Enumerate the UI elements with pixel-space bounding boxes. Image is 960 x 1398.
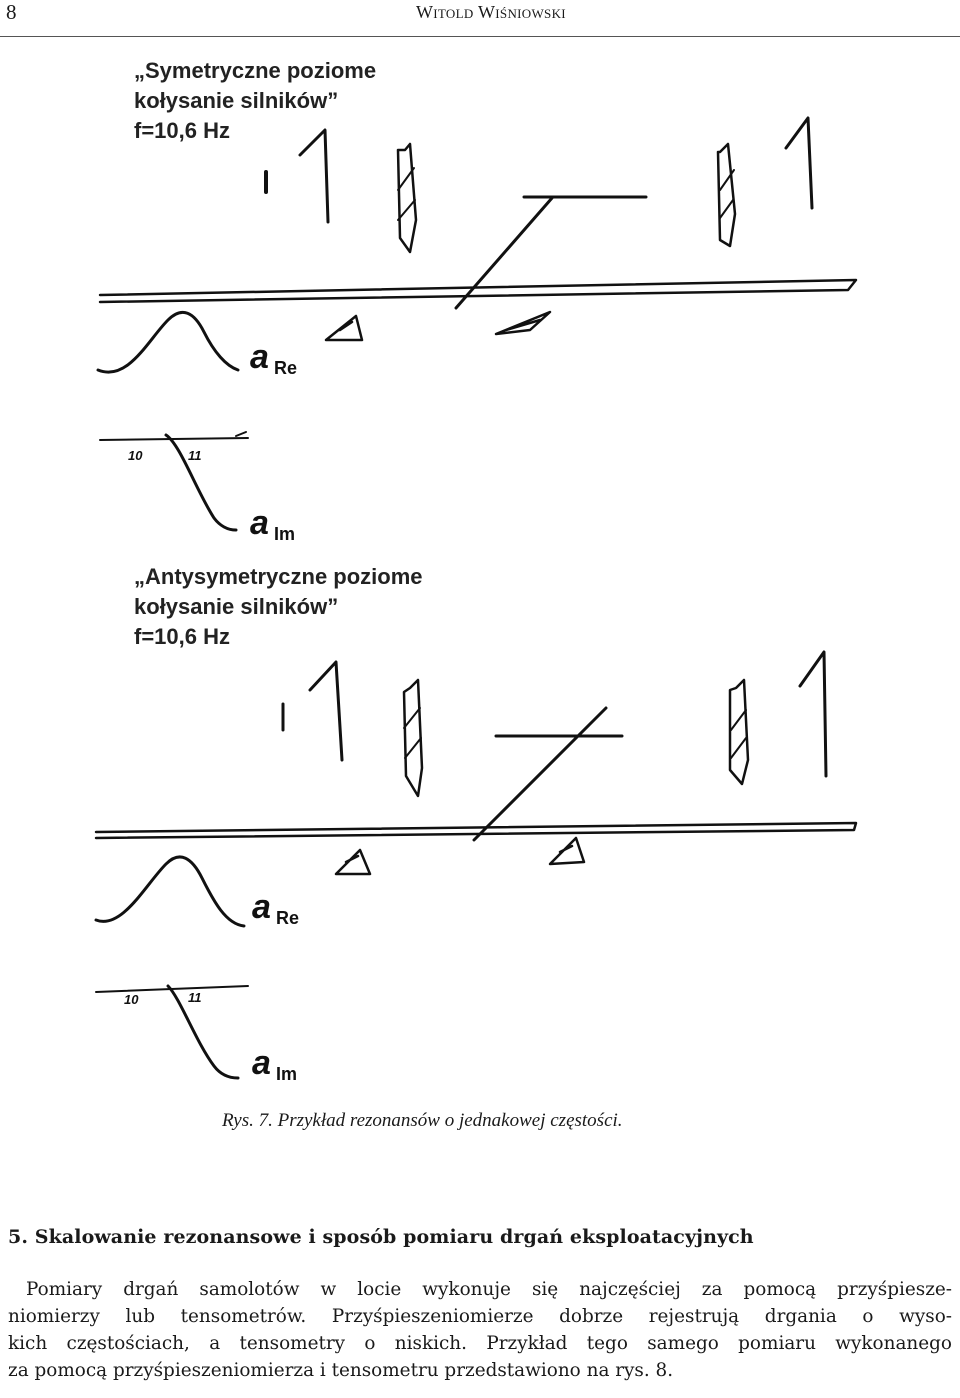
a-im-symbol: a	[252, 1044, 271, 1082]
tick-label-11: 11	[188, 990, 202, 1005]
figure-caption: Rys. 7. Przykład rezonansów o jednakowej…	[222, 1110, 623, 1131]
imag-part-curve	[164, 433, 238, 532]
a-re-symbol: a	[250, 338, 269, 376]
paragraph-line: Pomiary drgań samolotów w locie wykonuje…	[26, 1279, 952, 1300]
tick-label-11: 11	[188, 448, 202, 463]
paragraph-line: za pomocą przyśpieszeniomierza i tensome…	[8, 1360, 674, 1381]
figure-label-antisymmetric: „Antysymetryczne poziome kołysanie silni…	[134, 562, 423, 652]
left-wing-section	[396, 142, 418, 254]
tick-label-10: 10	[128, 448, 143, 463]
wing-hatch	[397, 167, 416, 221]
real-part-curve	[96, 310, 240, 374]
a-re-symbol: a	[252, 888, 271, 926]
label-line: f=10,6 Hz	[134, 118, 230, 143]
section-heading: 5. Skalowanie rezonansowe i sposób pomia…	[8, 1226, 754, 1248]
a-im-symbol: a	[250, 504, 269, 542]
wing-hatch	[730, 709, 747, 759]
imag-axis	[99, 437, 249, 441]
stabilizer-left	[334, 848, 372, 876]
label-line: f=10,6 Hz	[134, 624, 230, 649]
mode-shape-drawing: a Re a Im 10 11 a Re a Im 10 11	[94, 116, 858, 1084]
mode-shape-antisymmetric	[94, 650, 858, 1080]
label-line: „Antysymetryczne poziome	[134, 564, 423, 589]
label-line: kołysanie silników”	[134, 594, 339, 619]
wing-hatch	[719, 169, 735, 219]
right-engine-pylon	[784, 116, 814, 210]
a-im-subscript: Im	[274, 524, 295, 544]
paragraph-line: kich częstościach, a tensometry o niskic…	[8, 1333, 952, 1354]
left-engine-pylon	[308, 660, 344, 762]
right-wing-section	[728, 678, 750, 786]
a-im-subscript: Im	[276, 1064, 297, 1084]
stabilizer-right	[548, 836, 586, 866]
fuselage-axis	[472, 706, 608, 842]
wing-hatch	[403, 707, 422, 759]
right-wing-section	[716, 142, 737, 248]
stabilizer-right	[494, 310, 552, 336]
a-re-subscript: Re	[276, 908, 299, 928]
real-part-curve	[94, 855, 246, 928]
stabilizer-left	[324, 314, 364, 342]
paragraph-line: niomierzy lub tensometrów. Przyśpieszeni…	[8, 1306, 952, 1327]
section-paragraph: Pomiary drgań samolotów w locie wykonuje…	[8, 1276, 952, 1384]
tick-label-10: 10	[124, 992, 139, 1007]
page-header: 8 Witold Wiśniowski	[0, 0, 960, 37]
right-engine-pylon	[798, 650, 828, 778]
mode-shape-symmetric	[96, 116, 858, 532]
page-number: 8	[6, 0, 17, 24]
figure-7: „Symetryczne poziome kołysanie silników”…	[0, 40, 960, 1100]
fuselage-axis	[454, 196, 554, 310]
left-engine-pylon	[298, 128, 330, 224]
a-re-subscript: Re	[274, 358, 297, 378]
horizontal-tail-line	[98, 278, 858, 304]
figure-symbols: a Re a Im 10 11 a Re a Im 10 11	[124, 338, 299, 1084]
running-head: Witold Wiśniowski	[416, 2, 566, 22]
axis-arrow	[235, 431, 247, 437]
label-line: kołysanie silników”	[134, 88, 339, 113]
imag-part-curve	[166, 984, 240, 1080]
figure-label-symmetric: „Symetryczne poziome kołysanie silników”…	[134, 56, 376, 146]
left-wing-section	[402, 678, 424, 798]
label-line: „Symetryczne poziome	[134, 58, 377, 83]
horizontal-tail-line	[94, 821, 858, 840]
